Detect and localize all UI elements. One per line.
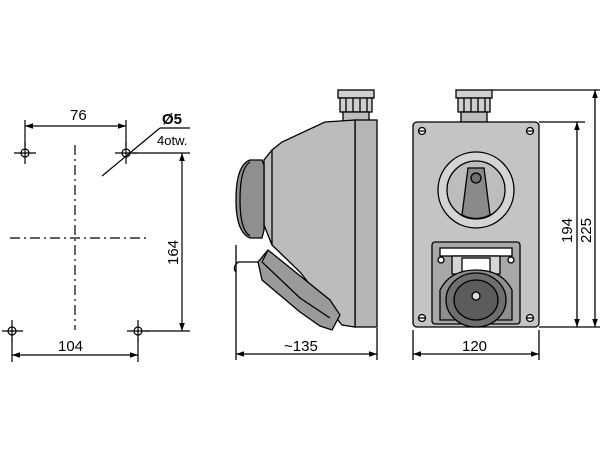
dim-label-hole-diameter: Ø5 — [162, 111, 182, 128]
socket-side — [257, 249, 341, 331]
note-hole-count: 4otw. — [157, 133, 187, 148]
housing-screws — [417, 126, 535, 323]
dim-label-225: 225 — [578, 218, 595, 243]
dim-label-164: 164 — [165, 240, 182, 265]
dim-label-194: 194 — [559, 218, 576, 243]
switch-knob-side — [235, 159, 265, 239]
mounting-pattern — [2, 120, 190, 362]
cable-gland-side — [337, 89, 375, 123]
side-housing — [263, 119, 356, 328]
switch-handle — [461, 167, 491, 220]
dim-label-104: 104 — [58, 338, 83, 355]
front-view — [412, 89, 600, 360]
back-plate — [354, 119, 378, 328]
side-view — [233, 89, 378, 360]
cable-gland-front — [455, 89, 493, 123]
dim-label-76: 76 — [70, 107, 87, 124]
dim-label-width: 120 — [462, 338, 487, 355]
dim-label-depth: ~135 — [284, 338, 318, 355]
hole-leader — [101, 127, 161, 177]
